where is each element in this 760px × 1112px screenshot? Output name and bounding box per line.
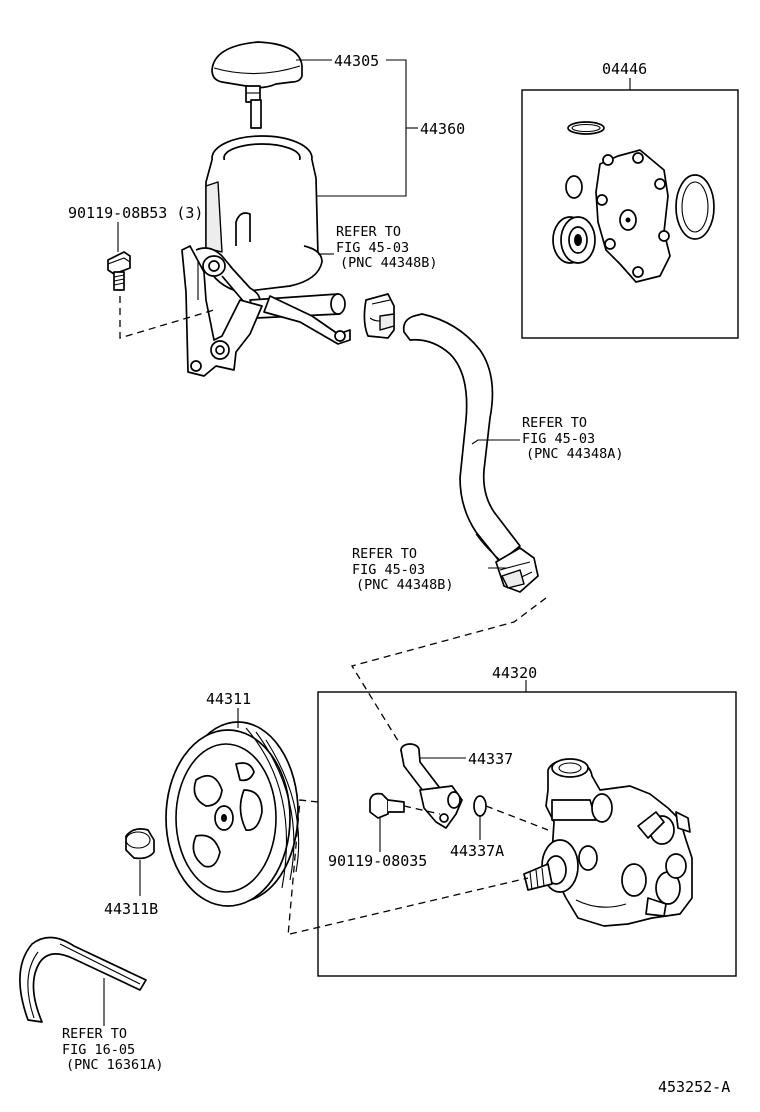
ref-hose-line1: REFER TO	[522, 415, 587, 431]
union-o-ring-part[interactable]	[473, 795, 487, 817]
vane-pump-body-part[interactable]	[523, 758, 693, 927]
ref-upper-clamp-line1: REFER TO	[336, 224, 401, 240]
drive-belt-part[interactable]	[19, 936, 147, 1023]
return-hose-part[interactable]	[402, 313, 521, 563]
pump-assembly-box[interactable]	[317, 691, 737, 977]
reservoir-cap-part[interactable]	[211, 41, 303, 129]
diagram-id: 453252-A	[658, 1078, 730, 1096]
pressure-union-part[interactable]	[400, 743, 463, 829]
gasket-kit-box[interactable]	[521, 89, 739, 339]
reservoir-bolt-part[interactable]	[107, 251, 131, 291]
callout-44360: 44360	[420, 120, 465, 138]
assembly-dashed-lines	[119, 296, 549, 937]
reservoir-tank-part[interactable]	[181, 135, 351, 377]
callout-44337: 44337	[468, 750, 513, 768]
ref-hose-line2: FIG 45-03	[522, 431, 595, 447]
callout-90119-08035: 90119-08035	[328, 852, 427, 870]
ref-upper-clamp-line3: (PNC 44348B)	[340, 255, 438, 271]
callout-44311B: 44311B	[104, 900, 158, 918]
callout-44311: 44311	[206, 690, 251, 708]
pump-pulley-part[interactable]	[165, 721, 300, 907]
ref-lower-clamp-line2: FIG 45-03	[352, 562, 425, 578]
ref-lower-clamp-line1: REFER TO	[352, 546, 417, 562]
callout-90119-08B53: 90119-08B53 (3)	[68, 204, 203, 222]
ref-belt-line2: FIG 16-05	[62, 1042, 135, 1058]
ref-lower-clamp-line3: (PNC 44348B)	[356, 577, 454, 593]
ref-hose-line3: (PNC 44348A)	[526, 446, 624, 462]
hose-clamp-upper-part[interactable]	[363, 293, 395, 339]
callout-44305: 44305	[334, 52, 379, 70]
union-bolt-part[interactable]	[369, 792, 405, 819]
ref-upper-clamp-line2: FIG 45-03	[336, 240, 409, 256]
callout-04446: 04446	[602, 60, 647, 78]
callout-44320: 44320	[492, 664, 537, 682]
ref-belt-line3: (PNC 16361A)	[66, 1057, 164, 1073]
ref-belt-line1: REFER TO	[62, 1026, 127, 1042]
pulley-nut-part[interactable]	[125, 828, 155, 860]
leader-lines	[103, 59, 631, 1026]
callout-44337A: 44337A	[450, 842, 504, 860]
hose-clamp-lower-part[interactable]	[495, 547, 539, 593]
